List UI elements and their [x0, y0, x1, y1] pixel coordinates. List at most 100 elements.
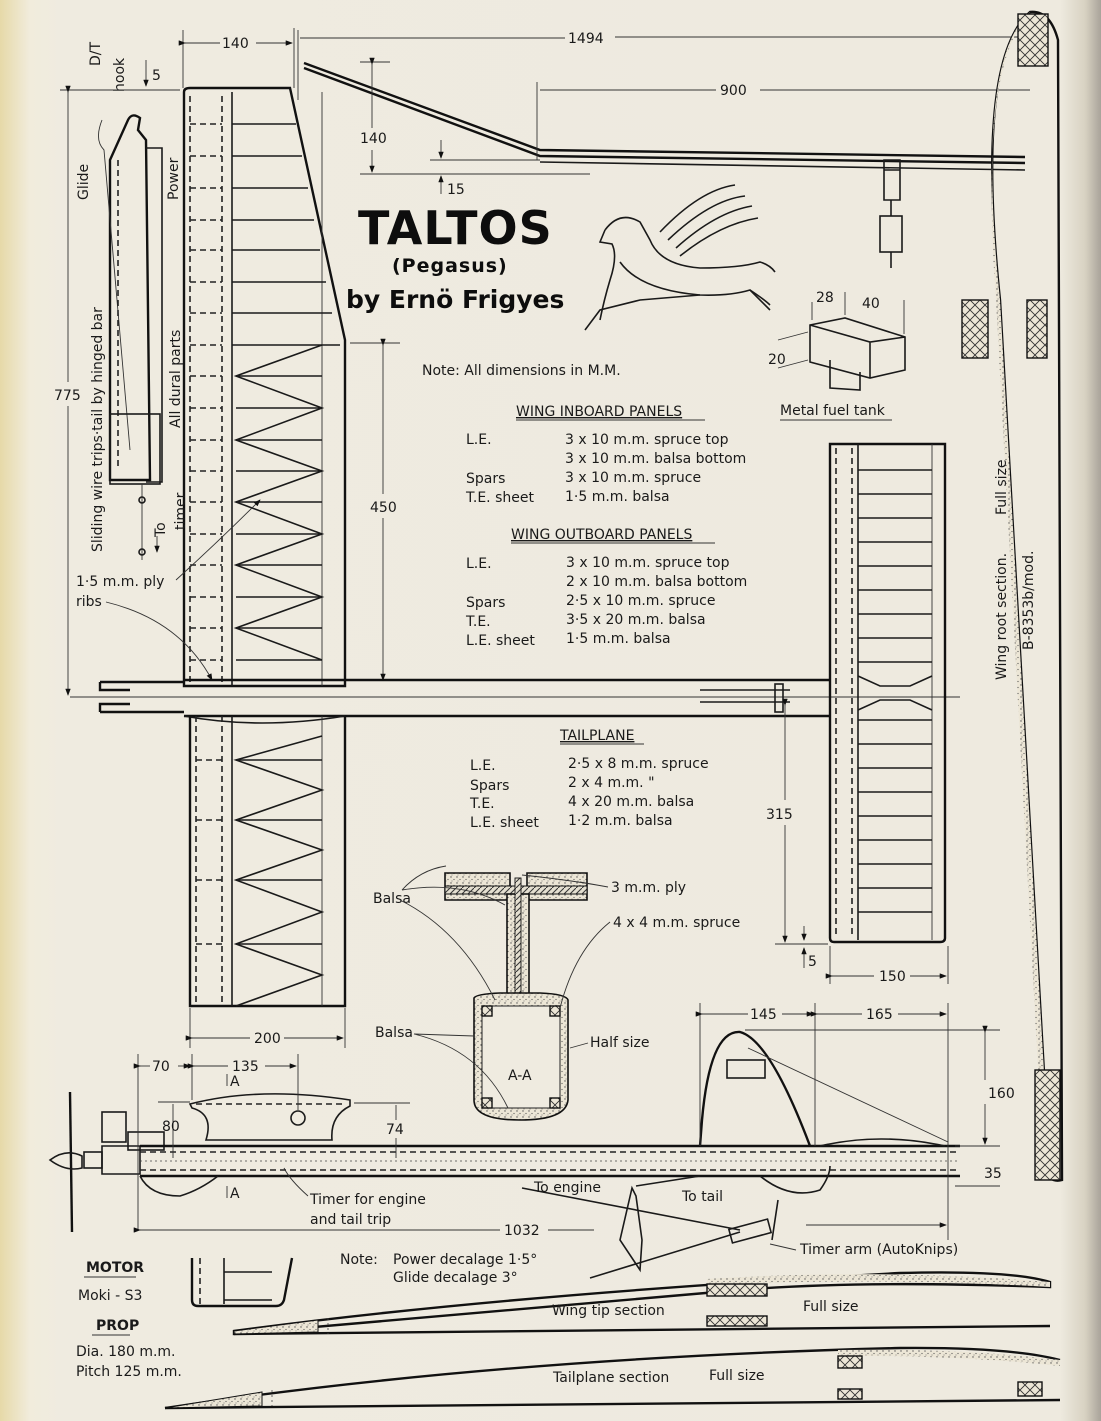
motor-heading: MOTOR	[86, 1260, 144, 1276]
spec-tables-1-rows-0-part: L.E.	[466, 556, 492, 572]
wing-truss-lower	[233, 735, 325, 1007]
dim-35-label: 35	[984, 1166, 1002, 1182]
designer-byline: by Ernö Frigyes	[346, 285, 564, 314]
dim-165-label: 165	[866, 1007, 893, 1023]
spec-tables-1-rows-4-part: L.E. sheet	[466, 633, 535, 649]
spec-tables-1-rows-2-part: Spars	[466, 595, 505, 611]
section-mark-top: A	[230, 1074, 240, 1090]
spec-tables-0-rows-3-part: T.E. sheet	[465, 490, 534, 506]
timer-label-2: and tail trip	[310, 1212, 391, 1228]
dim-inboard-length: 450	[350, 338, 400, 681]
to-timer-label-1: To	[153, 522, 169, 538]
spec-tables-1-rows-4-spec: 1·5 m.m. balsa	[566, 631, 671, 647]
dim-40-label: 40	[862, 296, 880, 312]
spinner-icon	[48, 1152, 83, 1170]
dim-775-label: 775	[54, 388, 81, 404]
dim-1494-label: 1494	[568, 31, 604, 47]
dim-145-label: 145	[750, 1007, 777, 1023]
dim-28-label: 28	[816, 290, 834, 306]
balsa-label-top: Balsa	[373, 891, 411, 907]
heading-tailplane: TAILPLANE	[559, 728, 634, 744]
dim-135-label: 135	[232, 1059, 259, 1075]
wing-root-fullsize-label: Full size	[994, 459, 1010, 515]
tailplane-section-label: Tailplane section	[552, 1370, 669, 1386]
spec-tables-1-rows-1-spec: 2 x 10 m.m. balsa bottom	[566, 574, 747, 590]
propeller-icon	[68, 1091, 74, 1233]
spec-tables-2-rows-3-part: L.E. sheet	[470, 815, 539, 831]
prop-pitch: Pitch 125 m.m.	[76, 1364, 182, 1380]
spec-tables-0-rows-1-spec: 3 x 10 m.m. balsa bottom	[565, 451, 746, 467]
wing-plan-view	[70, 86, 960, 1308]
dim-74-label: 74	[386, 1122, 404, 1138]
decalage-note: Note: Power decalage 1·5° Glide decalage…	[340, 1252, 537, 1286]
spruce-4x4-label: 4 x 4 m.m. spruce	[613, 915, 740, 931]
spec-tables-2-rows-1-spec: 2 x 4 m.m. "	[568, 775, 655, 791]
tailplane-ribs	[858, 469, 932, 913]
tailplane-plan-view: 315 5 150	[766, 442, 949, 985]
dim-80-label: 80	[162, 1119, 180, 1135]
pegasus-emblem-icon	[584, 184, 776, 331]
spec-tables-2-rows-2-part: T.E.	[469, 796, 495, 812]
dim-140-label: 140	[222, 36, 249, 52]
timer-linkage-detail: To engine To tail Timer arm (AutoKnips)	[521, 1175, 958, 1279]
ply-ribs-label-1: 1·5 m.m. ply	[76, 574, 164, 590]
engine-icon	[101, 1111, 127, 1143]
dt-timer-detail: D/T hook Glide Power Sliding wire trips·…	[54, 42, 261, 696]
airfoil-designation: B-8353b/mod.	[1021, 551, 1037, 650]
timer-arm-label: Timer arm (AutoKnips)	[799, 1242, 958, 1258]
wing-outline-upper	[182, 86, 347, 688]
title-block: TALTOS (Pegasus) by Ernö Frigyes	[346, 201, 564, 314]
spec-tables-1-rows-3-part: T.E.	[465, 614, 491, 630]
pylon-dowel-icon	[290, 1110, 306, 1126]
tailplane-fullsize-label: Full size	[709, 1368, 765, 1384]
glide-decalage: Glide decalage 3°	[393, 1270, 518, 1286]
motor-value: Moki - S3	[78, 1288, 142, 1304]
spec-tables-2-rows-2-spec: 4 x 20 m.m. balsa	[568, 794, 694, 810]
fuselage-top-view	[70, 678, 960, 724]
section-aa: A-A Balsa Balsa 3 m.m. ply 4 x 4 m.m. sp…	[373, 865, 740, 1121]
dim-5-tail-label: 5	[808, 954, 817, 970]
wing-tip-section-label: Wing tip section	[552, 1303, 665, 1319]
sliding-wire-label: Sliding wire trips·tail by hinged bar	[90, 307, 106, 552]
wing-outline-lower	[188, 716, 347, 1008]
spec-tables-2-rows-3-spec: 1·2 m.m. balsa	[568, 813, 673, 829]
spec-tables-2-rows-1-part: Spars	[470, 778, 509, 794]
heading-wing-inboard: WING INBOARD PANELS	[516, 404, 682, 420]
dim-900-label: 900	[720, 83, 747, 99]
dt-label-2: hook	[112, 57, 128, 92]
to-tail-label: To tail	[681, 1189, 723, 1205]
units-note: Note: All dimensions in M.M.	[422, 363, 621, 379]
balsa-label-bottom: Balsa	[375, 1025, 413, 1041]
dim-70-label: 70	[152, 1059, 170, 1075]
power-decalage: Power decalage 1·5°	[393, 1252, 537, 1268]
spec-tailplane: TAILPLANE L.E. 2·5 x 8 m.m. spruce Spars…	[469, 728, 709, 831]
ply-3mm-label: 3 m.m. ply	[611, 880, 686, 896]
wing-ribs-outer	[190, 123, 340, 346]
dt-label-1: D/T	[88, 42, 104, 66]
dim-150-label: 150	[879, 969, 906, 985]
spec-tables-1-rows-0-spec: 3 x 10 m.m. spruce top	[566, 555, 730, 571]
spec-tables-0-rows-3-spec: 1·5 m.m. balsa	[565, 489, 670, 505]
ply-ribs-label-2: ribs	[76, 594, 102, 610]
model-subtitle: (Pegasus)	[392, 255, 508, 277]
model-title: TALTOS	[358, 201, 553, 255]
fuel-tank-drawing: 28 40 20 Metal fuel tank	[768, 290, 906, 421]
wing-tip-section: Wing tip section Full size	[232, 1271, 1052, 1336]
spec-tables-1-rows-3-spec: 3·5 x 20 m.m. balsa	[566, 612, 706, 628]
half-size-label: Half size	[590, 1035, 650, 1051]
spec-wing-outboard: WING OUTBOARD PANELS L.E. 3 x 10 m.m. sp…	[465, 527, 747, 649]
decalage-note-label: Note:	[340, 1252, 378, 1268]
dim-20-label: 20	[768, 352, 786, 368]
fuselage-side-view: 70 135 A A 80 74 145 165 160 35	[48, 1003, 1015, 1240]
dim-315-label: 315	[766, 807, 793, 823]
spec-tables-1-rows-2-spec: 2·5 x 10 m.m. spruce	[566, 593, 715, 609]
power-label: Power	[166, 157, 182, 200]
dim-15-label: 15	[447, 182, 465, 198]
dural-parts-label: All dural parts	[168, 330, 184, 428]
section-mark-bottom: A	[230, 1186, 240, 1202]
section-aa-label: A-A	[508, 1068, 532, 1084]
spec-tables-0-rows-0-spec: 3 x 10 m.m. spruce top	[565, 432, 729, 448]
tailplane-section: Tailplane section Full size	[164, 1346, 1061, 1410]
dim-140-dihedral-label: 140	[360, 131, 387, 147]
